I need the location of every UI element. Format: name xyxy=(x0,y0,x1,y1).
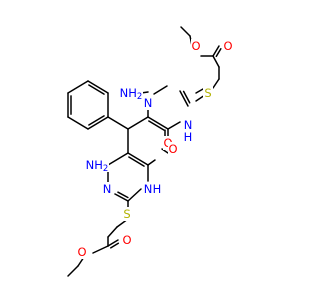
nh2-lower-label: NH2 xyxy=(86,158,109,174)
subscript-count: 2 xyxy=(103,164,108,174)
atom-label-background xyxy=(102,182,112,196)
nh-upper-label: N xyxy=(184,118,193,132)
o-lower-keto-label: O xyxy=(168,142,177,156)
bond-line xyxy=(215,47,222,58)
bond-line xyxy=(127,116,149,130)
n-upper-left-atom: N xyxy=(143,96,153,110)
bond-line xyxy=(67,116,89,130)
bond-line xyxy=(127,188,142,202)
bond-line xyxy=(67,265,79,277)
bond-line xyxy=(195,88,204,94)
bond-line xyxy=(179,90,189,107)
atom-label-background xyxy=(223,39,233,53)
s-lower-label: S xyxy=(123,207,130,221)
o-lower-ester-carbonyl-label: O xyxy=(122,233,131,247)
bond-line xyxy=(148,120,165,131)
bond-line xyxy=(153,85,168,95)
atom-label-background xyxy=(119,86,143,100)
atom-label-background xyxy=(203,86,213,100)
bond-line xyxy=(107,226,118,238)
nh2-upper-atom: NH2 xyxy=(119,86,143,102)
nh-lower-label: N xyxy=(144,182,153,196)
nh-upper-atom: N xyxy=(183,118,193,132)
nh-upper-hydrogen-label: H xyxy=(184,130,193,144)
atom-label-background xyxy=(85,158,109,172)
bond-line xyxy=(107,116,129,130)
atom-label-background xyxy=(168,142,178,156)
bond-line xyxy=(107,152,129,166)
bond-line xyxy=(67,80,89,94)
atom-label-background xyxy=(143,182,153,196)
bond-layer xyxy=(67,26,222,277)
o-upper-ester-atom: O xyxy=(191,39,201,53)
s-upper-label: S xyxy=(204,86,211,100)
o-lower-keto-atom: O xyxy=(168,142,178,156)
molecule-structure: NH2NSOOONH2NSOOONHNH xyxy=(67,26,233,277)
n-upper-left-label: N xyxy=(144,96,153,110)
o-lower-ester-atom: O xyxy=(77,245,87,259)
bond-line xyxy=(88,115,105,126)
bond-line xyxy=(92,245,109,254)
s-upper-atom: S xyxy=(203,86,213,100)
o-upper-ester-carbonyl-atom: O xyxy=(223,39,233,53)
subscript-count: 2 xyxy=(137,92,142,102)
bond-line xyxy=(87,116,109,130)
bond-line xyxy=(107,239,119,247)
bond-line xyxy=(109,242,120,249)
bond-line xyxy=(127,152,149,166)
bond-line xyxy=(114,193,129,202)
atom-label-background xyxy=(122,207,132,221)
bond-line xyxy=(117,191,129,199)
o-upper-ester-label: O xyxy=(191,39,200,53)
bond-line xyxy=(88,84,105,95)
bond-line xyxy=(182,90,191,104)
nh2-lower-atom: NH2 xyxy=(85,158,109,174)
atom-label-background xyxy=(183,118,193,132)
bond-line xyxy=(180,26,191,37)
bond-line xyxy=(147,116,169,130)
o-lower-ester-label: O xyxy=(77,245,86,259)
bond-line xyxy=(128,156,145,167)
bond-line xyxy=(212,78,220,89)
bond-line xyxy=(87,80,109,94)
n-lower-left-atom: N xyxy=(102,182,112,196)
nh2-upper-label: NH2 xyxy=(120,86,143,102)
bond-line xyxy=(167,121,181,130)
s-lower-atom: S xyxy=(122,207,132,221)
o-lower-ester-carbonyl-atom: O xyxy=(122,233,132,247)
n-lower-left-label: N xyxy=(103,182,112,196)
o-upper-ester-carbonyl-label: O xyxy=(223,39,232,53)
bond-line xyxy=(212,45,220,57)
nh-lower-atom: N xyxy=(143,182,153,196)
atom-label-background xyxy=(122,233,132,247)
atom-label-background xyxy=(77,245,87,259)
atom-label-background xyxy=(143,96,153,110)
atom-label-layer: NH2NSOOONH2NSOOONHNH xyxy=(77,39,233,259)
atom-label-background xyxy=(191,39,201,53)
bond-line xyxy=(147,159,156,166)
bond-line xyxy=(212,55,220,68)
nh-lower-hydrogen-label: H xyxy=(153,182,162,196)
